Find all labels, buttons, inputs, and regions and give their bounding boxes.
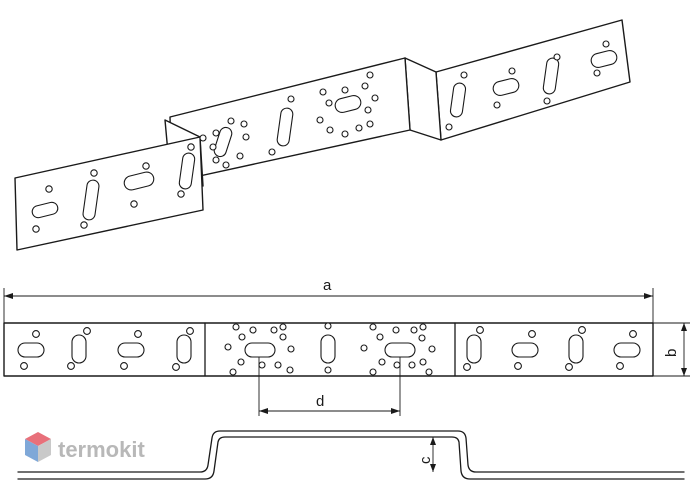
dim-c-label: c xyxy=(417,456,434,464)
side-profile xyxy=(17,430,685,473)
iso-right-section xyxy=(435,19,631,141)
dim-d-label: d xyxy=(316,393,324,410)
iso-left-holes xyxy=(31,143,196,233)
side-view: c xyxy=(17,430,685,480)
top-right-holes xyxy=(463,326,641,371)
top-left-holes xyxy=(17,327,194,371)
iso-right-holes xyxy=(445,40,618,131)
logo-cube-icon xyxy=(25,432,51,462)
logo-text: termokit xyxy=(58,437,145,462)
dim-b-label: b xyxy=(663,349,680,357)
top-view: a b xyxy=(3,277,690,416)
termokit-logo: termokit xyxy=(25,432,145,462)
top-middle-holes xyxy=(224,322,436,376)
iso-left-section xyxy=(14,136,204,251)
dim-a-label: a xyxy=(323,277,332,294)
isometric-view xyxy=(14,19,631,251)
iso-middle-holes xyxy=(199,71,379,169)
